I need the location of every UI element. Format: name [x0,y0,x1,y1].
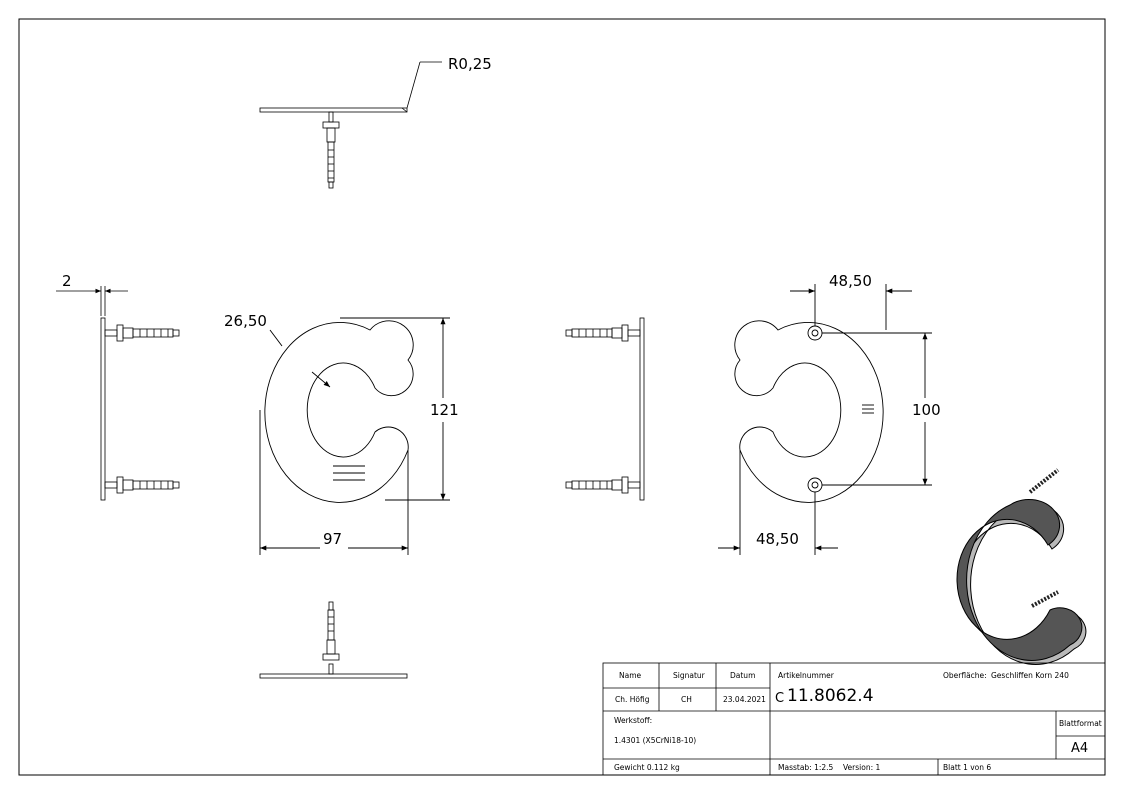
weight-label: Gewicht 0.112 kg [614,763,680,772]
article-number-label: Artikelnummer [778,671,835,680]
header-name: Name [619,671,642,680]
scale-label: Masstab: 1:2.5 [778,763,834,772]
header-date: Datum [730,671,755,680]
top-view [259,61,442,189]
isometric-view [956,468,1087,665]
drawing-frame [18,18,1106,776]
sheet-format-label: Blattformat [1059,719,1102,728]
drawing-date: 23.04.2021 [723,695,766,704]
isometric-c-shape [956,499,1083,661]
surface-value: Geschliffen Korn 240 [991,671,1069,680]
front-view [259,317,450,555]
thickness-dimension-label: 2 [62,272,72,290]
material-label: Werkstoff: [614,716,652,725]
inner-radius-label: 26,50 [224,312,267,330]
width-dimension-label: 97 [323,530,342,548]
mirrored-c-shape-outline [734,320,884,503]
material-value: 1.4301 (X5CrNi18-10) [614,736,696,745]
bottom-offset-dimension-label: 48,50 [756,530,799,548]
article-number: 11.8062.4 [787,686,874,706]
author-name: Ch. Höfig [615,695,650,704]
right-side-view [565,317,645,501]
left-side-view [56,286,180,501]
top-offset-dimension-label: 48,50 [829,272,872,290]
title-block [602,662,1106,776]
bottom-view [259,601,408,679]
hole-spacing-dimension-label: 100 [912,401,941,419]
sheet-format-value: A4 [1071,741,1088,756]
header-signature: Signatur [673,671,706,680]
article-number-prefix: C [775,691,784,706]
sheet-number-label: Blatt 1 von 6 [943,763,991,772]
c-shape-outline [264,320,414,503]
back-view [718,284,932,555]
author-signature: CH [681,695,692,704]
surface-label: Oberfläche: [943,671,987,680]
radius-note-label: R0,25 [448,55,492,73]
version-label: Version: 1 [843,763,880,772]
height-dimension-label: 121 [430,401,459,419]
